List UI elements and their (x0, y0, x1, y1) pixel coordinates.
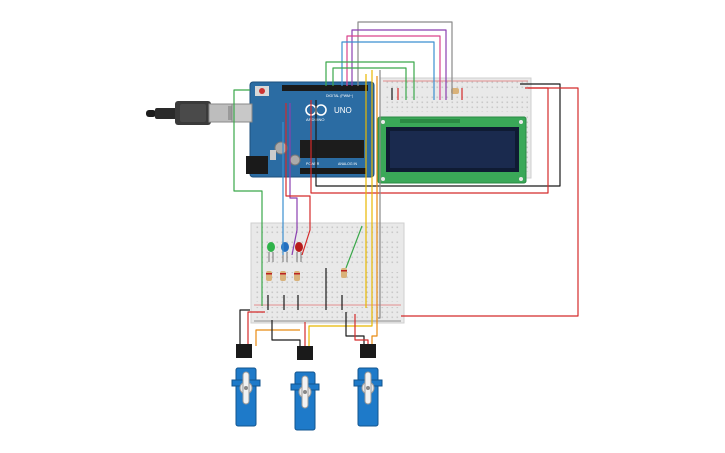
analog-header-label: ANALOG IN (338, 162, 358, 166)
breadboard-bottom[interactable] (250, 222, 405, 324)
led-green[interactable] (267, 242, 275, 262)
arduino-uno-board[interactable]: UNO ARDUINO DIGITAL (PWM~) POWER ANALOG … (231, 81, 375, 178)
resistor-icon (266, 88, 459, 281)
lcd-display-icon[interactable] (377, 116, 527, 184)
usb-cable-icon (146, 101, 240, 125)
board-model: UNO (334, 106, 352, 115)
power-header-label: POWER (306, 162, 320, 166)
board-brand: ARDUINO (306, 117, 324, 122)
led-red[interactable] (295, 242, 303, 262)
digital-header-label: DIGITAL (PWM~) (326, 94, 353, 98)
wires (233, 21, 579, 350)
servo-3[interactable] (353, 344, 383, 427)
servo-2[interactable] (290, 346, 320, 431)
servo-1[interactable] (231, 344, 261, 427)
